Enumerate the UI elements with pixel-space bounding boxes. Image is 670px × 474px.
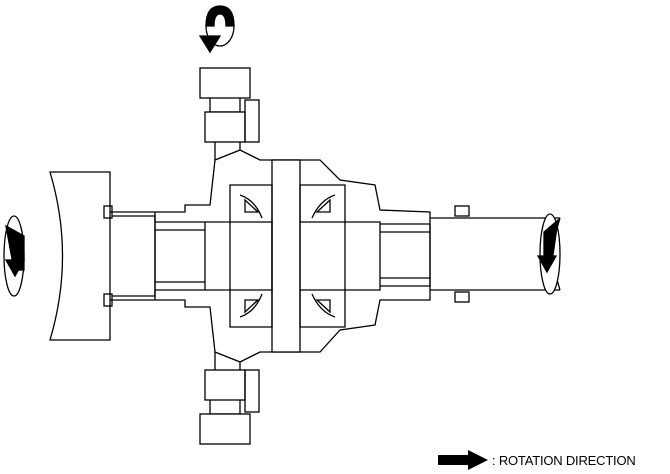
legend-label: : ROTATION DIRECTION bbox=[492, 452, 636, 468]
differential-case bbox=[154, 149, 431, 363]
top-flange bbox=[199, 67, 260, 160]
left-axle bbox=[49, 171, 206, 341]
right-axle bbox=[380, 205, 561, 303]
left-rotation-arrow bbox=[3, 215, 26, 297]
right-rotation-arrow bbox=[536, 213, 561, 295]
rotation-direction-legend: : ROTATION DIRECTION bbox=[438, 450, 636, 470]
top-rotation-arrow bbox=[198, 5, 235, 54]
arrow-right-icon bbox=[438, 450, 488, 470]
bottom-flange bbox=[199, 352, 260, 445]
